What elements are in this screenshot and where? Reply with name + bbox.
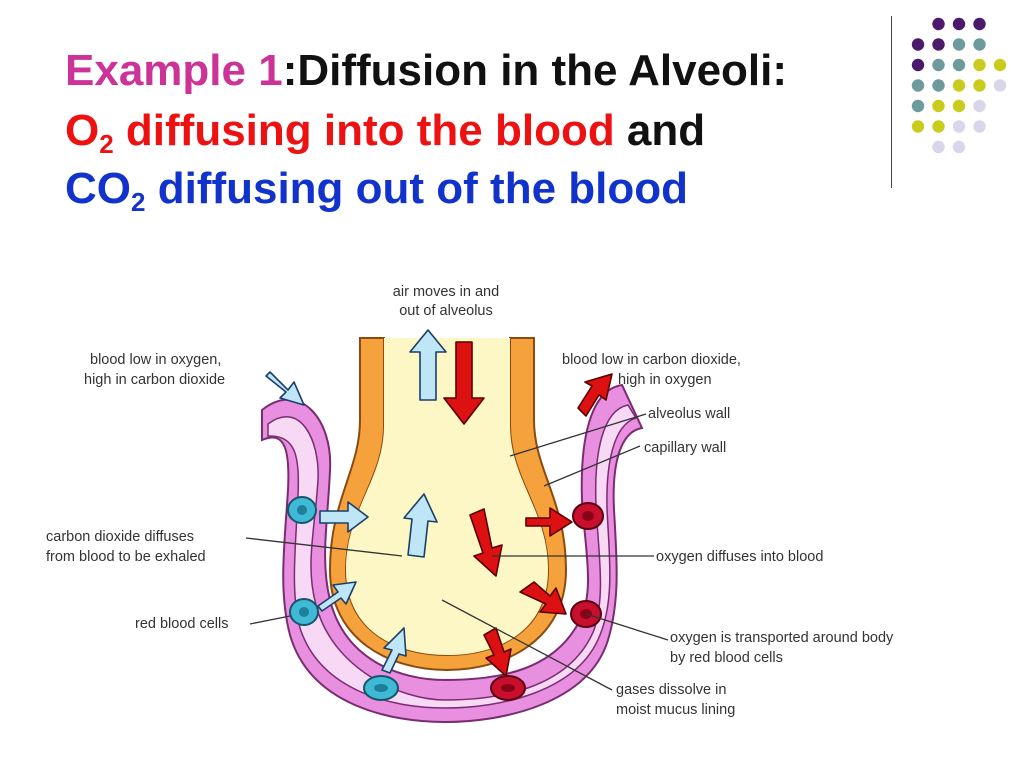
decorative-dot <box>911 38 925 51</box>
decorative-dot <box>932 38 945 51</box>
title-example: Example 1 <box>65 46 283 95</box>
title-o2-subscript: 2 <box>99 129 114 159</box>
decorative-dot <box>973 120 986 133</box>
decorative-dot <box>952 120 966 133</box>
decorative-dot <box>952 140 966 154</box>
label-capillary-wall: capillary wall <box>644 440 726 456</box>
decorative-dot <box>932 17 945 31</box>
label-air-2: out of alveolus <box>399 303 493 319</box>
title-heading: :Diffusion in the Alveoli: <box>282 46 788 95</box>
o2-arrows <box>443 341 613 677</box>
label-blood-low-co2-2: high in oxygen <box>618 372 712 388</box>
decorative-dot <box>911 99 925 113</box>
decorative-dot <box>911 79 925 92</box>
title-co2: CO <box>65 164 131 213</box>
label-o2-transport-1: oxygen is transported around body <box>670 630 894 646</box>
decorative-dot <box>993 79 1007 92</box>
label-blood-low-o2-2: high in carbon dioxide <box>84 372 225 388</box>
decorative-dot <box>932 58 945 72</box>
label-gases-1: gases dissolve in <box>616 682 726 698</box>
label-gases-2: moist mucus lining <box>616 702 735 718</box>
label-co2-diffuses-1: carbon dioxide diffuses <box>46 529 194 545</box>
label-blood-low-co2-1: blood low in carbon dioxide, <box>562 352 741 368</box>
title-co2-subscript: 2 <box>131 187 146 217</box>
label-o2-transport-2: by red blood cells <box>670 650 783 666</box>
label-red-blood-cells: red blood cells <box>135 616 229 632</box>
label-alveolus-wall: alveolus wall <box>648 406 730 422</box>
title-line-2: O2 diffusing into the blood and <box>65 106 706 159</box>
decorative-dot <box>932 120 945 133</box>
decorative-dot <box>932 79 945 92</box>
decorative-dot <box>973 79 986 92</box>
decorative-dot <box>973 58 986 72</box>
decorative-dot <box>973 38 986 51</box>
label-blood-low-o2-1: blood low in oxygen, <box>90 352 221 368</box>
co2-arrows <box>265 329 447 674</box>
decorative-dot <box>973 17 986 31</box>
leader-lines <box>245 413 669 691</box>
decorative-dot <box>993 58 1007 72</box>
title-co2-text: diffusing out of the blood <box>145 164 688 213</box>
decorative-dot <box>952 38 966 51</box>
decorative-dot <box>952 99 966 113</box>
decorative-dot <box>911 58 925 72</box>
decorative-dot <box>973 99 986 113</box>
decorative-dot <box>952 17 966 31</box>
decorative-dot <box>932 99 945 113</box>
title-line-3: CO2 diffusing out of the blood <box>65 164 688 217</box>
label-air-1: air moves in and <box>393 284 499 300</box>
title-o2-text: diffusing into the blood <box>113 106 615 155</box>
title-o2: O <box>65 106 100 155</box>
alveolus-lumen <box>346 338 548 655</box>
red-blood-cells-deoxygenated <box>287 496 399 701</box>
title-line-1: Example 1:Diffusion in the Alveoli: <box>65 46 787 96</box>
label-o2-diffuses: oxygen diffuses into blood <box>656 549 823 565</box>
label-co2-diffuses-2: from blood to be exhaled <box>46 549 206 565</box>
red-blood-cells-oxygenated <box>490 502 604 701</box>
decorative-dot-grid <box>911 17 1007 154</box>
diagram-labels: air moves in and out of alveolus blood l… <box>46 284 894 718</box>
decorative-dot <box>952 58 966 72</box>
decorative-dot <box>932 140 945 154</box>
decorative-dot <box>911 120 925 133</box>
decorative-divider <box>891 16 892 188</box>
title-and: and <box>614 106 706 155</box>
decorative-dot <box>952 79 966 92</box>
